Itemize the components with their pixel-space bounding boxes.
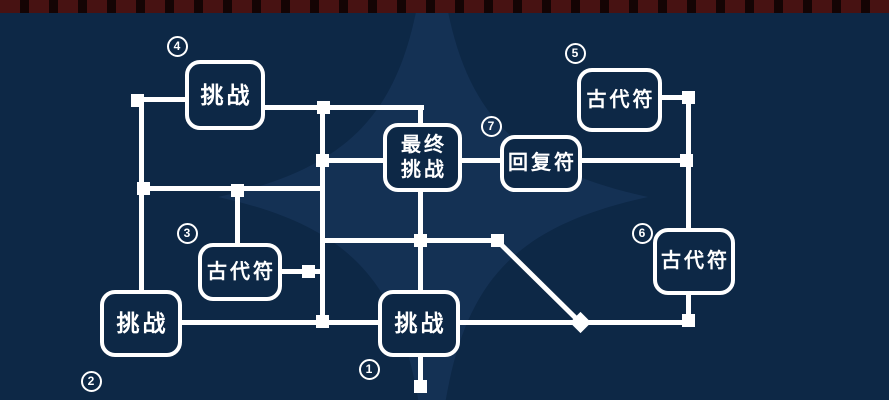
path-line bbox=[139, 99, 144, 292]
path-line bbox=[418, 355, 423, 389]
connector-square bbox=[681, 90, 695, 104]
stage-number: 7 bbox=[487, 119, 495, 133]
path-line bbox=[418, 107, 423, 125]
connector-square bbox=[315, 314, 329, 328]
path-line bbox=[686, 293, 691, 323]
top-strip bbox=[0, 0, 889, 13]
connector-square bbox=[413, 233, 427, 247]
connector-square bbox=[230, 183, 244, 197]
connector-square bbox=[413, 379, 427, 393]
node-label: 挑战 bbox=[401, 158, 447, 181]
connector-square bbox=[130, 93, 144, 107]
stage-number-badge: 7 bbox=[480, 115, 502, 137]
path-line bbox=[320, 158, 386, 163]
path-line bbox=[180, 320, 380, 325]
connector-square bbox=[136, 181, 150, 195]
node-label: 古代符 bbox=[207, 260, 276, 283]
path-line bbox=[580, 158, 690, 163]
stage-number-badge: 5 bbox=[564, 42, 586, 64]
node-label: 挑战 bbox=[116, 310, 169, 337]
node-challenge-4[interactable]: 挑战 bbox=[185, 60, 265, 130]
stage-number: 5 bbox=[571, 46, 579, 60]
node-label: 回复符 bbox=[508, 152, 577, 174]
path-line bbox=[135, 97, 190, 102]
path-line bbox=[262, 105, 424, 110]
node-label: 最终 bbox=[401, 133, 447, 156]
stage-number: 3 bbox=[183, 226, 191, 240]
node-label: 古代符 bbox=[661, 250, 730, 272]
node-challenge-1[interactable]: 挑战 bbox=[378, 290, 460, 357]
stage-number-badge: 3 bbox=[176, 222, 198, 244]
node-challenge-2[interactable]: 挑战 bbox=[100, 290, 182, 357]
path-line bbox=[656, 95, 692, 100]
stage-number-badge: 4 bbox=[166, 35, 188, 57]
connector-square bbox=[490, 233, 504, 247]
node-ancient-sigil-5[interactable]: 古代符 bbox=[577, 68, 662, 132]
connector-square bbox=[681, 313, 695, 327]
path-line bbox=[320, 238, 500, 243]
node-label: 挑战 bbox=[394, 310, 447, 337]
stage-number-badge: 6 bbox=[631, 222, 653, 244]
connector-square bbox=[316, 100, 330, 114]
node-recovery-sigil-7[interactable]: 回复符 bbox=[500, 135, 582, 192]
stage-number: 2 bbox=[87, 374, 95, 388]
path-line bbox=[459, 158, 503, 163]
node-ancient-sigil-6[interactable]: 古代符 bbox=[653, 228, 735, 295]
connector-square bbox=[315, 153, 329, 167]
connector-square bbox=[679, 153, 693, 167]
stage-number-badge: 1 bbox=[358, 358, 380, 380]
stage-number: 4 bbox=[173, 39, 181, 53]
node-label: 古代符 bbox=[586, 88, 656, 111]
node-ancient-sigil-3[interactable]: 古代符 bbox=[198, 243, 282, 301]
node-label: 挑战 bbox=[200, 81, 253, 108]
path-line bbox=[320, 105, 325, 323]
stage-number-badge: 2 bbox=[80, 370, 102, 392]
stage-number: 1 bbox=[365, 362, 373, 376]
path-line bbox=[235, 188, 240, 245]
node-final-challenge[interactable]: 最终挑战 bbox=[383, 123, 462, 192]
connector-square bbox=[301, 264, 315, 278]
stage-number: 6 bbox=[638, 226, 646, 240]
